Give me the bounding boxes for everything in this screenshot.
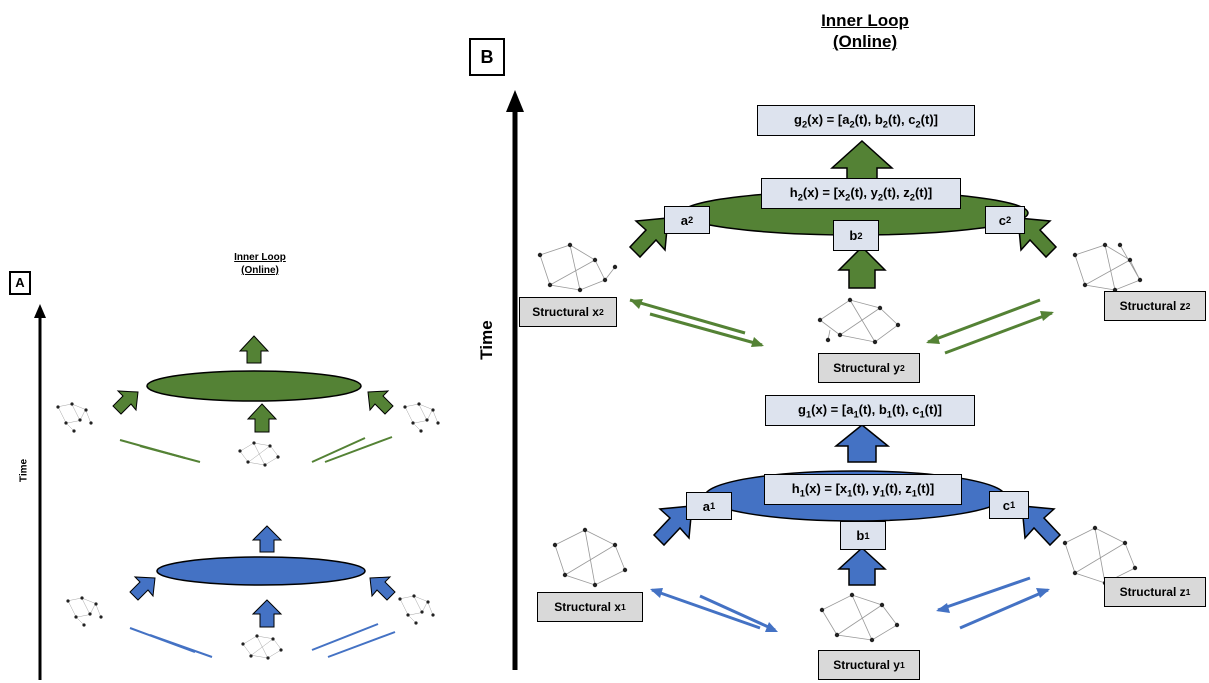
panel-a-upper-loop xyxy=(112,335,394,463)
g1-formula-text: g1(x) = [a1(t), b1(t), c1(t)] xyxy=(798,401,942,420)
structural-y2-label: Structural y xyxy=(833,361,900,375)
panel-b-time-label: Time xyxy=(477,320,496,360)
panel-a-blue-double-arrow-right xyxy=(311,623,379,651)
structural-x1-label: Structural x xyxy=(554,600,621,614)
a1-subscript: 1 xyxy=(710,501,716,511)
c2-label: c xyxy=(998,212,1007,228)
structural-y2-subscript: 2 xyxy=(899,363,905,373)
b1-subscript: 1 xyxy=(864,530,870,541)
panel-b-green-right-arrow xyxy=(1017,217,1058,259)
panel-a-letter: A xyxy=(9,271,31,295)
c1-subscript: 1 xyxy=(1010,500,1016,510)
panel-b-blue-double-arrow-left xyxy=(651,588,761,630)
a2-label: a xyxy=(680,212,689,228)
panel-a-lower-loop xyxy=(129,525,396,658)
panel-b-title-line1: Inner Loop xyxy=(821,11,909,30)
structural-z1-label: Structural z xyxy=(1119,585,1186,599)
panel-b-title-line2: (Online) xyxy=(832,32,898,52)
panel-b-blue-right-arrow xyxy=(1021,505,1062,547)
structural-z2-label: Structural z xyxy=(1119,299,1186,313)
structural-y1-subscript: 1 xyxy=(899,660,905,670)
structural-z2-subscript: 2 xyxy=(1185,301,1191,311)
network-graph-nodes xyxy=(56,242,1143,660)
panel-b-blue-left-arrow xyxy=(652,505,693,547)
panel-a-green-up-arrow-bottom xyxy=(246,403,278,433)
structural-y1-label: Structural y xyxy=(833,658,900,672)
panel-a-title: Inner Loop (Online) xyxy=(205,252,315,277)
panel-a-time-label: Time xyxy=(18,458,30,483)
panel-a-blue-left-arrow xyxy=(129,576,156,601)
panel-a-blue-right-arrow xyxy=(369,576,396,601)
panel-a-green-up-arrow-top xyxy=(238,335,270,364)
panel-a-blue-up-arrow-bottom xyxy=(251,599,283,628)
h1-formula-box: h1(x) = [x1(t), y1(t), z1(t)] xyxy=(764,474,962,505)
c2-subscript: 2 xyxy=(1006,215,1012,225)
h2-formula-text: h2(x) = [x2(t), y2(t), z2(t)] xyxy=(789,184,933,203)
panel-b-green-double-arrow-left xyxy=(629,298,746,335)
panel-a-green-left-arrow xyxy=(112,390,139,415)
h2-formula-box: h2(x) = [x2(t), y2(t), z2(t)] xyxy=(761,178,961,209)
structural-x1-subscript: 1 xyxy=(620,602,626,612)
panel-b-green-up-arrow-top xyxy=(830,139,894,181)
g2-formula-text: g2(x) = [a2(t), b2(t), c2(t)] xyxy=(794,111,938,130)
b2-subscript: 2 xyxy=(857,230,863,241)
g2-formula-box: g2(x) = [a2(t), b2(t), c2(t)] xyxy=(757,105,975,136)
panel-b-green-double-arrow-right xyxy=(927,298,1041,344)
panel-a-green-right-arrow xyxy=(367,390,394,415)
structural-x2-label: Structural x xyxy=(532,305,599,319)
b2-label: b xyxy=(849,228,858,243)
h1-formula-text: h1(x) = [x1(t), y1(t), z1(t)] xyxy=(791,480,935,499)
panel-b-letter: B xyxy=(469,38,505,76)
a1-label: a xyxy=(702,498,711,514)
panel-a-title-line1: Inner Loop xyxy=(234,252,286,263)
panel-a-title-line2: (Online) xyxy=(241,264,279,276)
panel-a-green-double-arrow-right xyxy=(311,437,366,463)
panel-a-blue-ellipse xyxy=(156,556,366,586)
panel-a-time-axis-arrowhead xyxy=(34,304,46,318)
panel-b-green-left-arrow xyxy=(628,217,669,259)
c1-label: c xyxy=(1002,497,1011,513)
panel-b-green-up-arrow-bottom xyxy=(837,245,887,289)
panel-b-title: Inner Loop (Online) xyxy=(780,10,950,53)
a2-subscript: 2 xyxy=(688,215,694,225)
g1-formula-box: g1(x) = [a1(t), b1(t), c1(t)] xyxy=(765,395,975,426)
panel-a-blue-up-arrow-top xyxy=(251,525,283,553)
panel-a-green-ellipse xyxy=(146,370,362,402)
panel-b-blue-up-arrow-top xyxy=(833,424,891,463)
b1-label: b xyxy=(856,528,865,543)
structural-z1-subscript: 1 xyxy=(1185,587,1191,597)
panel-b-blue-up-arrow-bottom xyxy=(837,546,887,586)
panel-b-time-axis-arrowhead xyxy=(506,90,524,112)
structural-x2-subscript: 2 xyxy=(598,307,604,317)
panel-b-blue-double-arrow-right xyxy=(937,576,1031,612)
